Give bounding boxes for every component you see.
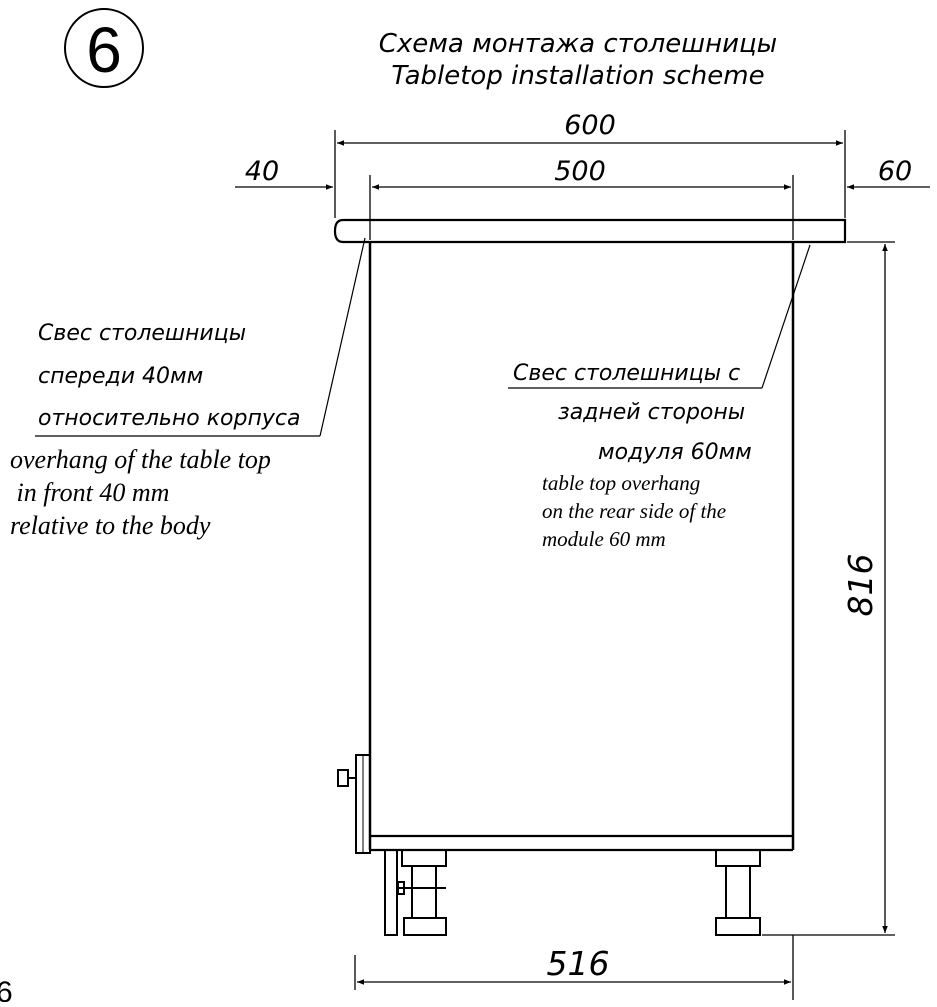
dimension-inner-width-label: 500 — [554, 156, 606, 187]
front-note-ru-line3: относительно корпуса — [38, 406, 300, 431]
front-note-ru-line1: Свес столешницы — [38, 321, 246, 346]
page-number-fragment: 6 — [0, 976, 13, 1002]
rear-overhang-leader — [508, 244, 811, 389]
front-note-en-line2: in front 40 mm — [10, 478, 169, 507]
rear-note-ru-line2: задней стороны — [558, 400, 745, 425]
front-overhang-leader — [35, 237, 366, 437]
front-note-ru-line2: спереди 40мм — [38, 364, 203, 389]
dimension-front-overhang-label: 40 — [245, 156, 279, 187]
dimension-base-width — [354, 935, 794, 1000]
rear-note-ru-line3: модуля 60мм — [598, 440, 752, 465]
step-circle — [64, 8, 144, 88]
rear-note-en-line1: table top overhang — [542, 471, 700, 495]
rear-note-en-line2: on the rear side of the — [542, 499, 726, 523]
dimension-rear-overhang-label: 60 — [878, 156, 912, 187]
door-handle — [337, 769, 356, 787]
tabletop — [333, 218, 847, 244]
front-note-en-line1: overhang of the table top — [10, 445, 271, 474]
dimension-total-width-label: 600 — [564, 110, 616, 141]
dimension-height-label: 816 — [841, 554, 880, 617]
step-number: 6 — [86, 14, 122, 86]
rear-note-ru-line1: Свес столешницы с — [513, 361, 740, 386]
rear-note-en-line3: module 60 mm — [542, 527, 666, 551]
step-badge: 6 — [64, 8, 144, 88]
dimension-base-width-label: 516 — [547, 944, 610, 983]
dimension-inner-width — [369, 175, 794, 240]
rear-leg — [715, 849, 761, 936]
cabinet-facade — [355, 754, 371, 854]
dimension-total-width — [334, 130, 846, 218]
dimension-height — [762, 241, 895, 936]
front-note-en-line3: relative to the body — [10, 511, 211, 540]
front-leg — [384, 849, 447, 936]
title-ru: Схема монтажа столешницы — [379, 29, 777, 59]
title-en: Tabletop installation scheme — [391, 61, 764, 91]
